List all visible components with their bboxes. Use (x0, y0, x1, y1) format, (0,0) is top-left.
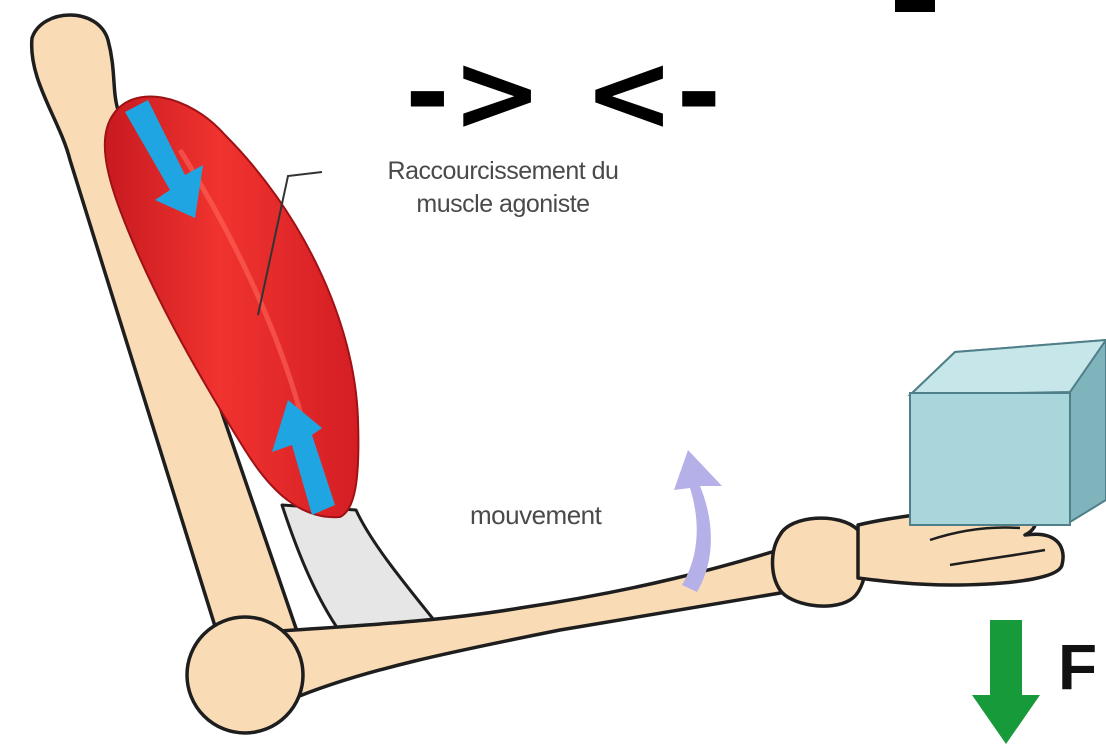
wrist-joint (773, 518, 867, 606)
weight-box (910, 340, 1106, 525)
muscle-label: Raccourcissement du muscle agoniste (338, 155, 668, 221)
contraction-arrows-text: -> <- (405, 40, 723, 148)
force-arrow (972, 620, 1040, 744)
tendon (282, 505, 438, 632)
movement-label: mouvement (470, 500, 601, 531)
elbow-joint (187, 617, 303, 733)
muscle-label-line2: muscle agoniste (338, 188, 668, 221)
muscle-label-line1: Raccourcissement du (338, 155, 668, 188)
cropped-top-mark (895, 0, 935, 12)
force-label: F (1058, 635, 1097, 699)
